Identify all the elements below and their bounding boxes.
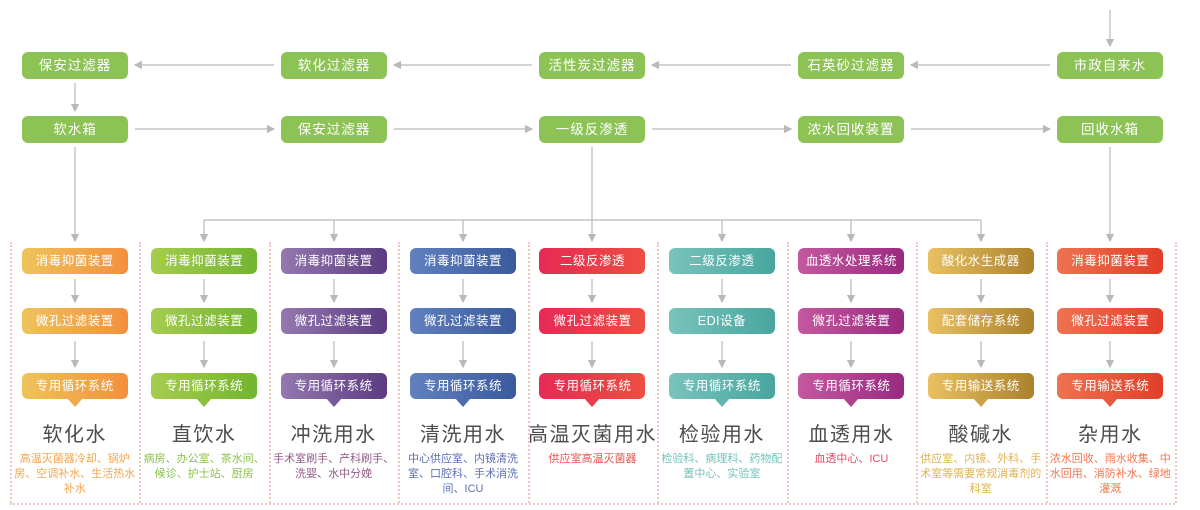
- usage-departments: 检验科、病理科、药物配置中心、实验室: [661, 453, 783, 480]
- usage-departments: 供应室高温灭菌器: [548, 453, 637, 465]
- usage-title: 血透用水: [808, 424, 895, 446]
- bubble-tail: [1102, 398, 1119, 407]
- column-stage-node: 专用循环系统: [410, 373, 517, 407]
- usage-departments: 高温灭菌器冷却、锅炉房、空调补水、生活热水补水: [14, 453, 136, 495]
- usage-title: 酸碱水: [948, 424, 1014, 446]
- usage-title: 高温灭菌用水: [527, 424, 657, 446]
- usage-column-8: 酸化水生成器配套储存系统专用输送系统酸碱水供应室、内镜、外科、手术室等需要常规消…: [916, 0, 1045, 510]
- dotted-separator-vertical: [657, 242, 659, 503]
- column-stage-node: EDI设备: [668, 308, 775, 334]
- column-stage-node: 专用循环系统: [668, 373, 775, 407]
- column-stage-node: 消毒抑菌装置: [280, 248, 387, 274]
- usage-column-2: 消毒抑菌装置微孔过滤装置专用循环系统直饮水病房、办公室、茶水间、候诊、护士站、厨…: [139, 0, 268, 510]
- dotted-separator-vertical: [528, 242, 530, 503]
- bubble-tail: [972, 398, 989, 407]
- dotted-separator-vertical: [916, 242, 918, 503]
- usage-column-6: 二级反渗透 EDI设备专用循环系统检验用水检验科、病理科、药物配置中心、实验室: [657, 0, 786, 510]
- usage-departments: 供应室、内镜、外科、手术室等需要常规消毒剂的科室: [920, 453, 1042, 495]
- column-stage-node: 消毒抑菌装置: [410, 248, 517, 274]
- column-stage-node: 微孔过滤装置: [280, 308, 387, 334]
- pretreatment-node: 活性炭过滤器: [539, 52, 645, 79]
- bubble-tail: [455, 398, 472, 407]
- bubble-tail: [66, 398, 83, 407]
- usage-column-3: 消毒抑菌装置微孔过滤装置专用循环系统冲洗用水手术室刷手、产科刷手、洗婴、水中分娩: [269, 0, 398, 510]
- dotted-separator-vertical: [269, 242, 271, 503]
- column-stage-node: 微孔过滤装置: [539, 308, 646, 334]
- usage-departments: 病房、办公室、茶水间、候诊、护士站、厨房: [143, 453, 265, 480]
- column-stage-node: 专用循环系统: [539, 373, 646, 407]
- dotted-separator-vertical: [1046, 242, 1048, 503]
- usage-title: 冲洗用水: [290, 424, 377, 446]
- column-stage-node: 消毒抑菌装置: [1057, 248, 1164, 274]
- usage-departments: 手术室刷手、产科刷手、洗婴、水中分娩: [273, 453, 395, 480]
- usage-title: 清洗用水: [420, 424, 507, 446]
- bubble-tail: [843, 398, 860, 407]
- ro-stage-node: 一级反渗透: [539, 116, 645, 143]
- pretreatment-node: 石英砂过滤器: [798, 52, 904, 79]
- column-stage-node: 消毒抑菌装置: [21, 248, 128, 274]
- column-stage-node: 专用循环系统: [798, 373, 905, 407]
- pretreatment-node: 保安过滤器: [22, 52, 128, 79]
- dotted-separator-bottom: [10, 503, 1175, 505]
- dotted-separator-vertical: [787, 242, 789, 503]
- dotted-separator-vertical: [1175, 242, 1177, 503]
- bubble-tail: [584, 398, 601, 407]
- dotted-separator-vertical: [10, 242, 12, 503]
- usage-title: 软化水: [42, 424, 107, 446]
- column-stage-node: 微孔过滤装置: [21, 308, 128, 334]
- column-stage-node: 专用循环系统: [151, 373, 258, 407]
- usage-departments: 血透中心、ICU: [814, 453, 889, 465]
- column-stage-node: 专用输送系统: [1057, 373, 1164, 407]
- column-stage-node: 微孔过滤装置: [1057, 308, 1164, 334]
- pretreatment-node: 软化过滤器: [281, 52, 387, 79]
- dotted-separator-vertical: [139, 242, 141, 503]
- usage-column-4: 消毒抑菌装置微孔过滤装置专用循环系统清洗用水中心供应室、内镜清洗室、口腔科、手术…: [398, 0, 527, 510]
- column-stage-node: 专用循环系统: [21, 373, 128, 407]
- ro-stage-node: 回收水箱: [1057, 116, 1163, 143]
- usage-column-1: 消毒抑菌装置微孔过滤装置专用循环系统软化水高温灭菌器冷却、锅炉房、空调补水、生活…: [10, 0, 139, 510]
- column-stage-node: 微孔过滤装置: [798, 308, 905, 334]
- usage-title: 检验用水: [678, 424, 765, 446]
- usage-departments: 中心供应室、内镜清洗室、口腔科、手术消洗间、ICU: [408, 453, 519, 495]
- pretreatment-node: 市政自来水: [1057, 52, 1163, 79]
- column-stage-node: 消毒抑菌装置: [151, 248, 258, 274]
- column-stage-node: 二级反渗透: [539, 248, 646, 274]
- usage-departments: 浓水回收、雨水收集、中水回用、消防补水、绿地灌溉: [1049, 453, 1171, 495]
- usage-column-9: 消毒抑菌装置微孔过滤装置专用输送系统杂用水浓水回收、雨水收集、中水回用、消防补水…: [1046, 0, 1175, 510]
- bubble-tail: [713, 398, 730, 407]
- column-stage-node: 专用输送系统: [927, 373, 1034, 407]
- column-stage-node: 微孔过滤装置: [410, 308, 517, 334]
- column-stage-node: 二级反渗透: [668, 248, 775, 274]
- column-stage-node: 酸化水生成器: [927, 248, 1034, 274]
- usage-title: 直饮水: [171, 424, 237, 446]
- dotted-separator-vertical: [398, 242, 400, 503]
- ro-stage-node: 软水箱: [22, 116, 128, 143]
- column-stage-node: 微孔过滤装置: [151, 308, 258, 334]
- ro-stage-node: 保安过滤器: [281, 116, 387, 143]
- usage-title: 杂用水: [1077, 424, 1143, 446]
- column-stage-node: 专用循环系统: [280, 373, 387, 407]
- ro-stage-node: 浓水回收装置: [798, 116, 904, 143]
- column-stage-node: 血透水处理系统: [798, 248, 905, 274]
- usage-column-5: 二级反渗透微孔过滤装置专用循环系统高温灭菌用水供应室高温灭菌器: [528, 0, 657, 510]
- bubble-tail: [325, 398, 342, 407]
- column-stage-node: 配套储存系统: [927, 308, 1034, 334]
- usage-column-7: 血透水处理系统微孔过滤装置专用循环系统血透用水血透中心、ICU: [787, 0, 916, 510]
- bubble-tail: [196, 398, 213, 407]
